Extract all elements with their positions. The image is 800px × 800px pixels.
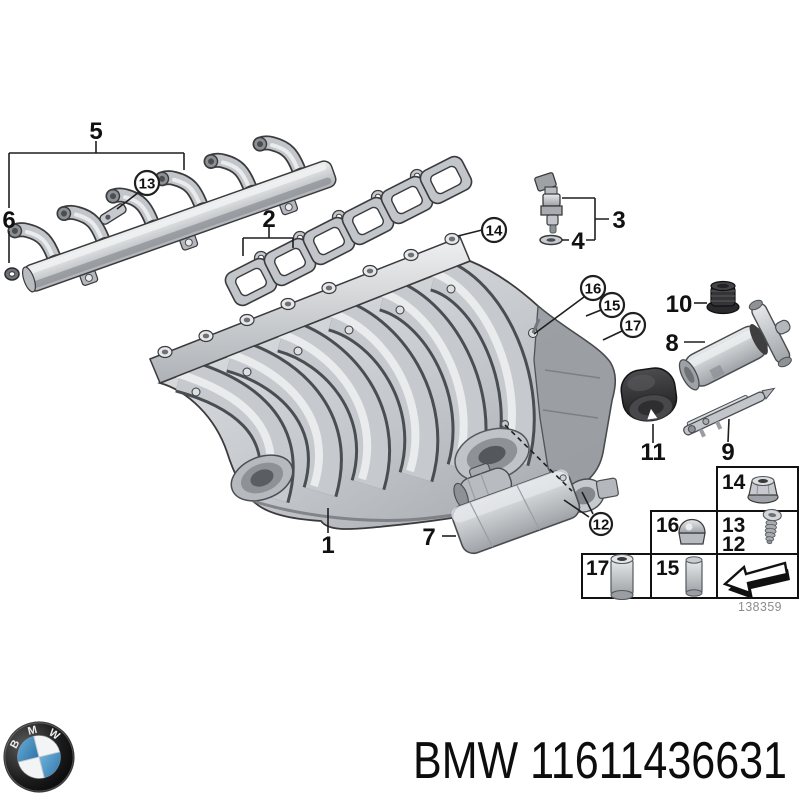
bushing-icon [610, 553, 634, 601]
bracket-part-13 [99, 203, 127, 225]
callout-label-8: 8 [665, 330, 678, 357]
rubber-plug-part-10 [706, 280, 740, 315]
part-number-text: BMW 11611436631 [413, 732, 787, 790]
rubber-holder-part-11 [620, 367, 678, 422]
legend-label-14: 14 [722, 471, 746, 494]
callout-circle-13 [133, 169, 161, 197]
support-bracket-part-9 [683, 387, 776, 438]
callout-label-12: 12 [593, 517, 610, 534]
legend-label-16: 16 [656, 514, 679, 537]
gasket-set-part-2 [224, 155, 473, 307]
logo-letter-m: M [27, 724, 39, 738]
callout-circle-15 [598, 291, 626, 319]
logo-quadrant-blue-tl [17, 736, 39, 763]
flange-nut-icon [747, 475, 779, 504]
manifold-flange [149, 236, 471, 384]
screw-icon [762, 508, 782, 545]
callout-label-4: 4 [571, 228, 585, 255]
callout-label-5: 5 [89, 118, 102, 145]
idle-valve-part-8 [678, 299, 792, 391]
callout-label-11: 11 [640, 439, 665, 466]
callout-label-10: 10 [666, 291, 693, 318]
callout-label-15: 15 [604, 298, 621, 315]
callout-label-2: 2 [262, 206, 275, 233]
callout-label-14: 14 [486, 223, 503, 240]
callout-circle-17 [619, 311, 647, 339]
bmw-logo: B M W [3, 721, 75, 793]
intake-manifold-part-1 [149, 232, 617, 530]
callout-label-16: 16 [585, 281, 602, 298]
callout-label-3: 3 [612, 207, 625, 234]
callout-circle-12 [588, 511, 614, 537]
temp-sensor-part-3 [534, 172, 563, 234]
callout-label-13: 13 [139, 176, 156, 193]
washer-part-4 [539, 234, 563, 246]
callout-label-17: 17 [625, 318, 642, 335]
legend-label-13: 13 [722, 514, 745, 537]
direction-arrow-icon [722, 561, 790, 599]
fasteners-legend-table: 14 16 13 12 17 15 [581, 466, 799, 601]
callout-circle-14 [480, 216, 508, 244]
legend-cell-16 [650, 510, 718, 555]
port-gaskets [224, 155, 473, 307]
legend-label-15: 15 [656, 557, 680, 580]
diagram-number: 138359 [738, 599, 782, 614]
sealing-ring-part-6 [4, 267, 20, 281]
fuel-rail-part-5 [7, 135, 337, 293]
spacer-sleeve-icon [685, 556, 703, 597]
callout-lines [8, 141, 730, 537]
logo-quadrant-blue-br [39, 751, 61, 778]
flange-bolt-bosses [157, 232, 460, 359]
callout-label-6: 6 [2, 207, 15, 234]
runner-bell-mouth [230, 454, 294, 502]
body-bosses [191, 284, 541, 397]
circled-callouts: 13 14 16 15 17 12 [133, 169, 647, 537]
legend-label-17: 17 [586, 557, 609, 580]
legend-label-12: 12 [722, 533, 745, 556]
callout-label-9: 9 [721, 439, 734, 466]
legend-cell-15 [650, 553, 718, 599]
callout-circle-16 [579, 274, 607, 302]
cap-nut-icon [678, 518, 706, 545]
callout-label-7: 7 [422, 524, 435, 551]
callout-label-1: 1 [321, 532, 334, 559]
